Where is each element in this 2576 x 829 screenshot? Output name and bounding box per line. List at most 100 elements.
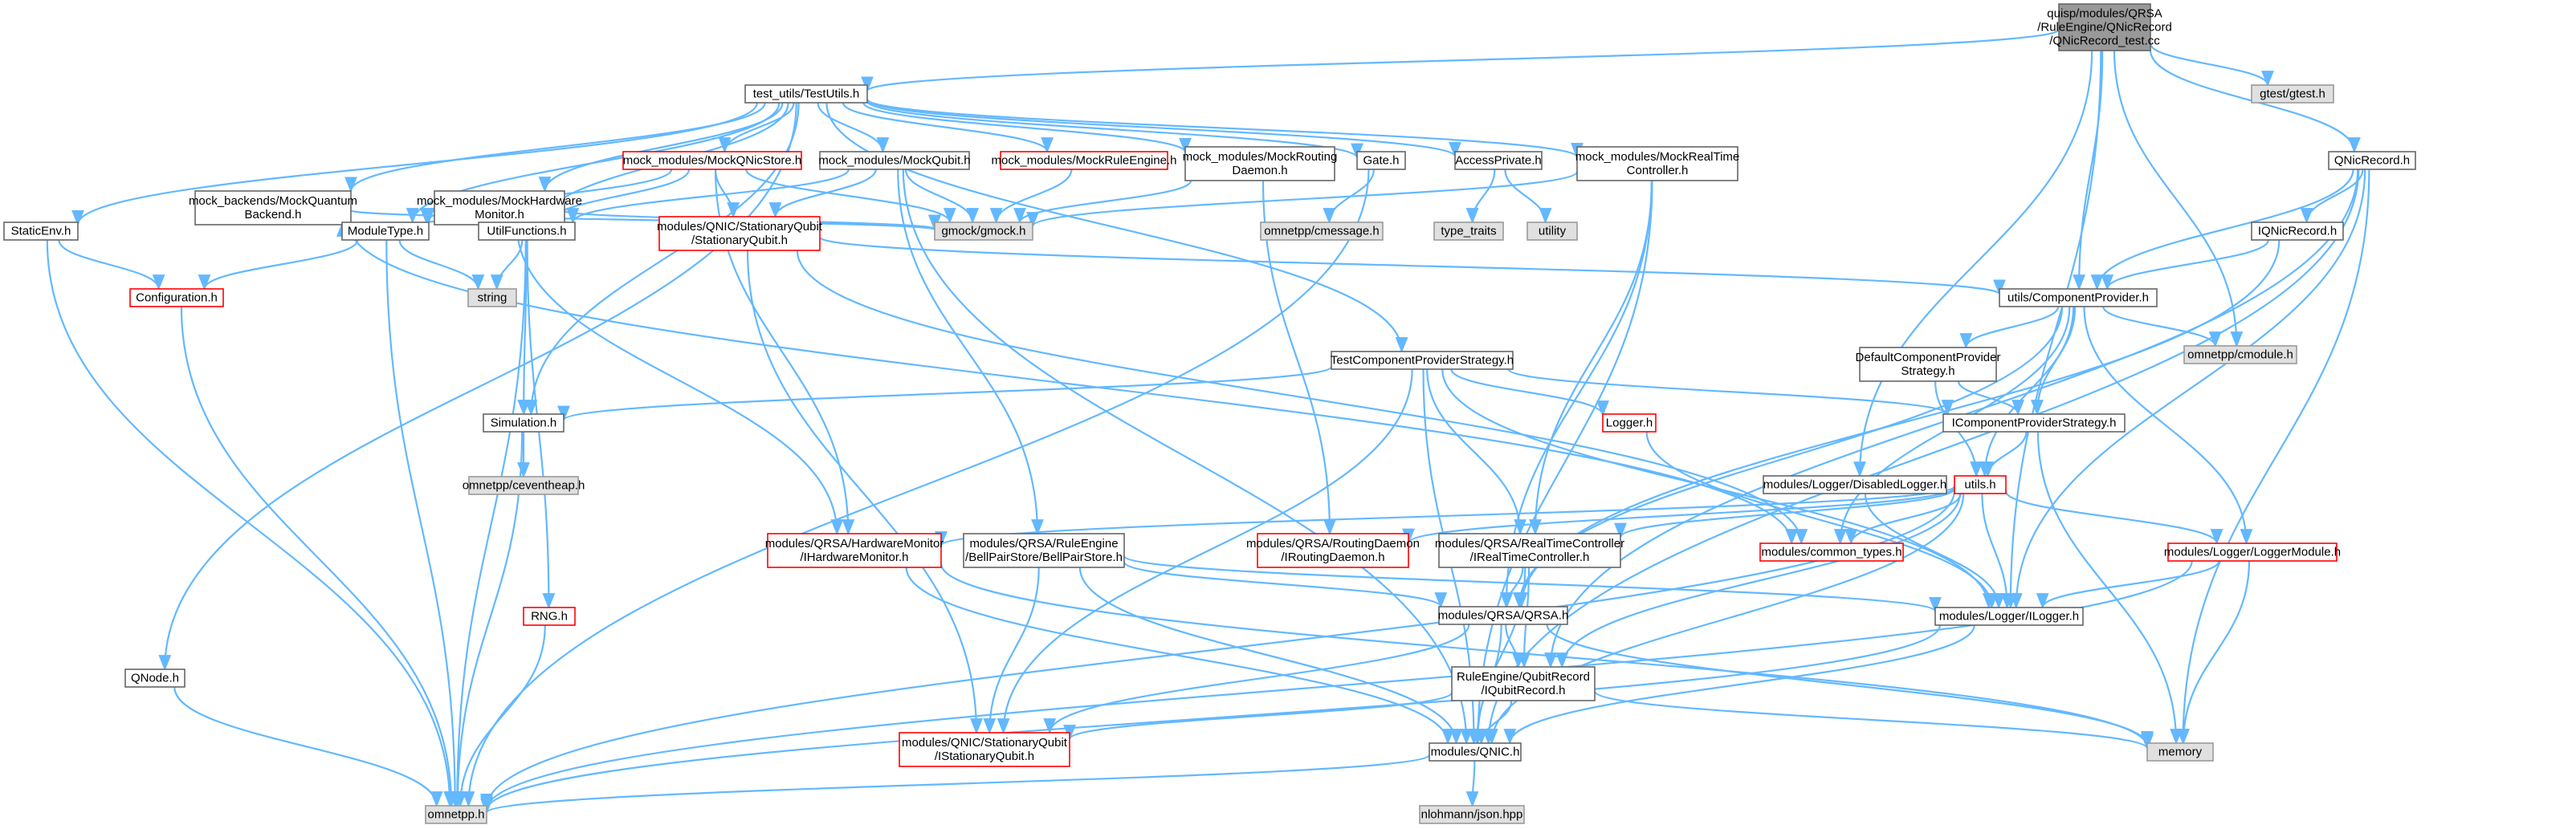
node-box-moduletype bbox=[341, 221, 430, 241]
node-root[interactable]: quisp/modules/QRSA/RuleEngine/QNicRecord… bbox=[2037, 3, 2172, 51]
node-bellpairstore[interactable]: modules/QRSA/RuleEngine/BellPairStore/Be… bbox=[963, 533, 1125, 568]
node-label-mockqubit-line-0: mock_modules/MockQubit.h bbox=[818, 154, 970, 168]
edge-testutils-to-mockre bbox=[842, 102, 1054, 153]
node-mockqubit[interactable]: mock_modules/MockQubit.h bbox=[818, 151, 971, 170]
node-box-cmessage bbox=[1260, 221, 1384, 241]
node-mockqnicstore[interactable]: mock_modules/MockQNicStore.h bbox=[622, 151, 802, 170]
node-box-ceventheap bbox=[468, 476, 579, 495]
node-utils[interactable]: utils.h bbox=[1954, 475, 2007, 494]
node-qnic[interactable]: modules/QNIC.h bbox=[1429, 742, 1522, 762]
node-iqnicrecord[interactable]: IQNicRecord.h bbox=[2251, 221, 2344, 241]
node-irtc[interactable]: modules/QRSA/RealTimeController/IRealTim… bbox=[1435, 533, 1624, 568]
node-box-gtest bbox=[2251, 84, 2334, 104]
node-box-logger bbox=[1602, 413, 1657, 433]
node-memory: memory bbox=[2146, 742, 2214, 762]
node-istationaryqubit[interactable]: modules/QNIC/StationaryQubit/IStationary… bbox=[899, 732, 1070, 767]
edge-bellpairstore-to-istationaryqubit bbox=[983, 567, 1040, 734]
edge-iqnicrecord-to-componentprovider bbox=[2101, 239, 2269, 291]
node-label-ceventheap-line-0: omnetpp/ceventheap.h bbox=[463, 479, 585, 493]
edge-testutils-to-tcps bbox=[825, 102, 1408, 353]
node-gate[interactable]: Gate.h bbox=[1356, 151, 1406, 170]
node-label-omnetpp-line-0: omnetpp.h bbox=[428, 808, 485, 822]
node-label-ihwmonitor-line-0: modules/QRSA/HardwareMonitor bbox=[765, 537, 944, 551]
node-staticenv[interactable]: StaticEnv.h bbox=[3, 221, 79, 241]
node-box-iroutingdaemon bbox=[1257, 533, 1409, 568]
edge-bellpairstore-to-qrsa bbox=[1123, 561, 1447, 608]
node-moduletype[interactable]: ModuleType.h bbox=[341, 221, 430, 241]
node-label-dcps-line-0: DefaultComponentProvider bbox=[1856, 351, 2001, 364]
node-ilogger[interactable]: modules/Logger/ILogger.h bbox=[1934, 607, 2084, 626]
node-iqubitrecord[interactable]: RuleEngine/QubitRecord/IQubitRecord.h bbox=[1451, 666, 1596, 701]
node-label-mockrouting-line-1: Daemon.h bbox=[1232, 164, 1287, 177]
node-qnicrecord[interactable]: QNicRecord.h bbox=[2328, 151, 2416, 170]
edge-mockqubit-to-qnic bbox=[902, 169, 1473, 745]
edge-mockrouting-to-gmock bbox=[1013, 180, 1192, 224]
node-box-string bbox=[467, 288, 517, 307]
edge-testutils-to-mockqubit bbox=[817, 102, 890, 153]
edge-testutils-to-mockrouting bbox=[862, 102, 1192, 154]
node-rng[interactable]: RNG.h bbox=[523, 607, 576, 626]
edge-root-to-disabledlogger bbox=[1853, 50, 2093, 477]
edge-mockqubit-to-gmock bbox=[904, 169, 979, 224]
node-commontypes[interactable]: modules/common_types.h bbox=[1759, 543, 1904, 562]
edge-tcps-to-logger bbox=[1450, 368, 1609, 417]
node-label-simulation-line-0: Simulation.h bbox=[491, 417, 557, 430]
node-qnode[interactable]: QNode.h bbox=[124, 668, 185, 688]
node-componentprovider[interactable]: utils/ComponentProvider.h bbox=[1999, 288, 2158, 307]
node-tcps[interactable]: TestComponentProviderStrategy.h bbox=[1331, 351, 1514, 370]
edge-qnicrecord-to-memory bbox=[2176, 169, 2370, 745]
edge-mockqubit-to-bellpairstore bbox=[897, 169, 1044, 535]
edge-irtc-to-qrsa bbox=[1500, 567, 1524, 608]
node-box-mockrouting bbox=[1184, 146, 1335, 181]
edge-accessprivate-to-typetraits bbox=[1465, 169, 1496, 224]
node-box-memory bbox=[2146, 742, 2214, 762]
node-label-qnic-line-0: modules/QNIC.h bbox=[1431, 746, 1520, 759]
edge-bellpairstore-to-qnic bbox=[1078, 567, 1463, 745]
node-box-irtc bbox=[1438, 533, 1621, 568]
node-label-qnicrecord-line-0: QNicRecord.h bbox=[2334, 154, 2410, 168]
node-box-qnode bbox=[124, 668, 185, 688]
node-ihwmonitor[interactable]: modules/QRSA/HardwareMonitor/IHardwareMo… bbox=[765, 533, 944, 568]
node-logger[interactable]: Logger.h bbox=[1602, 413, 1657, 433]
node-simulation[interactable]: Simulation.h bbox=[483, 413, 565, 433]
node-stationaryqubit[interactable]: modules/QNIC/StationaryQubit/StationaryQ… bbox=[657, 216, 823, 251]
node-label-cmodule-line-0: omnetpp/cmodule.h bbox=[2187, 348, 2293, 362]
node-label-moduletype-line-0: ModuleType.h bbox=[348, 225, 423, 238]
edge-mockre-to-gmock bbox=[989, 169, 1073, 224]
edge-tcps-to-simulation bbox=[557, 365, 1333, 422]
edge-qnicrecord-to-qnic bbox=[1482, 169, 2360, 745]
node-loggermodule[interactable]: modules/Logger/LoggerModule.h bbox=[2164, 543, 2341, 562]
node-label-memory-line-0: memory bbox=[2158, 746, 2203, 759]
node-label-root-line-2: /QNicRecord_test.cc bbox=[2049, 35, 2160, 48]
node-label-iqubitrecord-line-0: RuleEngine/QubitRecord bbox=[1457, 670, 1590, 684]
node-icps[interactable]: IComponentProviderStrategy.h bbox=[1942, 413, 2126, 433]
node-string: string bbox=[467, 288, 517, 307]
node-configuration[interactable]: Configuration.h bbox=[129, 288, 224, 307]
node-mockre[interactable]: mock_modules/MockRuleEngine.h bbox=[992, 151, 1177, 170]
node-box-root bbox=[2058, 3, 2151, 51]
node-label-stationaryqubit-line-0: modules/QNIC/StationaryQubit bbox=[657, 220, 823, 234]
node-box-mockre bbox=[1000, 151, 1168, 170]
edge-qrsa-to-iqubitrecord bbox=[1505, 624, 1525, 668]
node-qrsa[interactable]: modules/QRSA/QRSA.h bbox=[1438, 606, 1569, 625]
node-label-utils-line-0: utils.h bbox=[1964, 478, 1995, 492]
node-testutils[interactable]: test_utils/TestUtils.h bbox=[744, 84, 868, 104]
node-box-mockhw bbox=[434, 190, 565, 226]
node-box-disabledlogger bbox=[1763, 475, 1947, 494]
node-disabledlogger[interactable]: modules/Logger/DisabledLogger.h bbox=[1763, 475, 1947, 494]
edge-gate-to-omnetpp bbox=[462, 169, 1370, 807]
node-label-utility-line-0: utility bbox=[1539, 225, 1567, 238]
node-accessprivate[interactable]: AccessPrivate.h bbox=[1454, 151, 1543, 170]
node-iroutingdaemon[interactable]: modules/QRSA/RoutingDaemon/IRoutingDaemo… bbox=[1246, 533, 1420, 568]
node-box-mockqbackend bbox=[194, 190, 352, 226]
node-json: nlohmann/json.hpp bbox=[1419, 805, 1525, 824]
edge-bellpairstore-to-ilogger bbox=[1123, 555, 1942, 613]
node-label-bellpairstore-line-0: modules/QRSA/RuleEngine bbox=[969, 537, 1118, 551]
node-utilfunctions[interactable]: UtilFunctions.h bbox=[478, 221, 576, 241]
